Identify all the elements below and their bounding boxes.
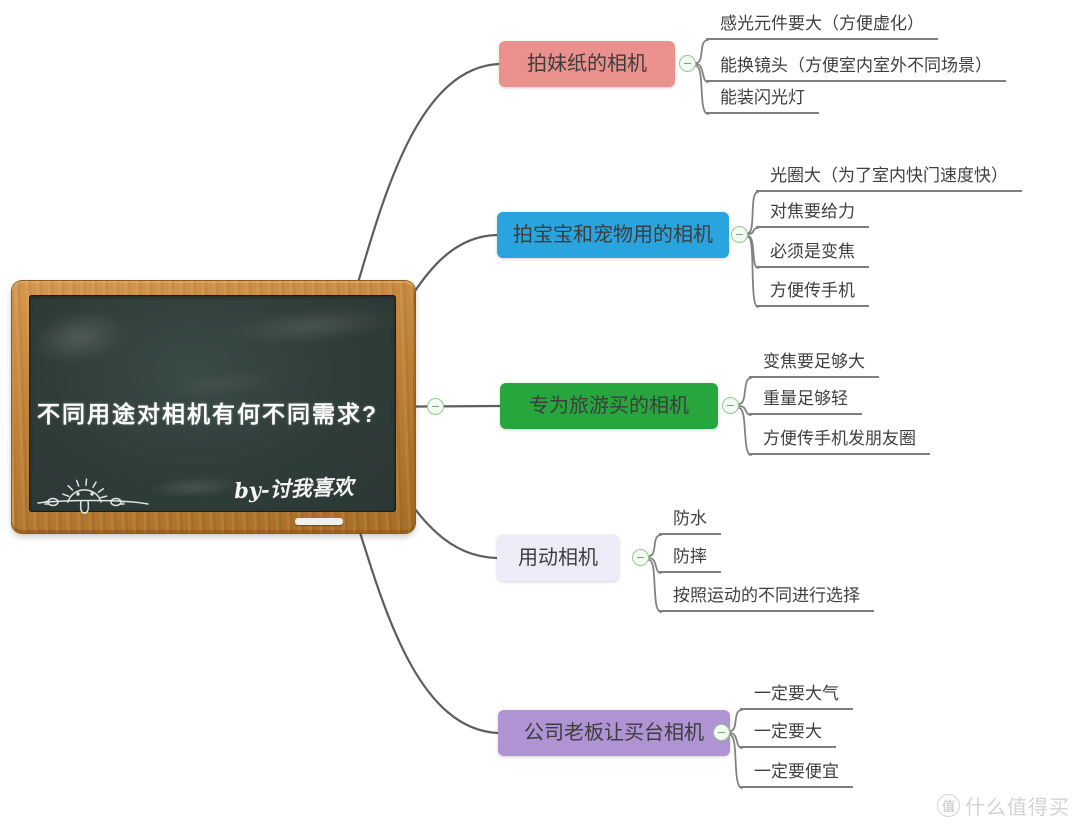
branch-node-baby-pet-camera[interactable]: 拍宝宝和宠物用的相机	[497, 212, 729, 258]
branch-node-travel-camera[interactable]: 专为旅游买的相机	[500, 383, 718, 429]
author-signature: by-讨我喜欢	[233, 473, 355, 504]
collapse-minus-icon-branch-1[interactable]	[679, 55, 696, 72]
leaf-topic[interactable]: 防摔	[659, 546, 721, 573]
leaf-topic[interactable]: 能换镜头（方便室内室外不同场景）	[706, 55, 1006, 82]
leaf-topic[interactable]: 方便传手机发朋友圈	[749, 428, 930, 455]
leaf-topic[interactable]: 能装闪光灯	[706, 87, 819, 114]
central-topic-chalkboard[interactable]: 不同用途对相机有何不同需求? by-讨我喜欢	[12, 281, 415, 533]
chalk-piece	[295, 518, 343, 525]
leaf-topic[interactable]: 方便传手机	[756, 280, 869, 307]
leaf-topic[interactable]: 防水	[659, 508, 721, 535]
watermark-text: 什么值得买	[965, 797, 1070, 819]
central-topic-title: 不同用途对相机有何不同需求?	[37, 401, 379, 427]
collapse-minus-icon-branch-5[interactable]	[713, 724, 730, 741]
leaf-topic[interactable]: 感光元件要大（方便虚化）	[706, 13, 938, 40]
leaf-topic[interactable]: 光圈大（为了室内快门速度快）	[756, 165, 1022, 192]
leaf-topic[interactable]: 一定要便宜	[740, 761, 853, 788]
collapse-minus-icon-branch-3[interactable]	[722, 397, 739, 414]
leaf-topic[interactable]: 变焦要足够大	[749, 351, 879, 378]
branch-node-action-camera[interactable]: 用动相机	[497, 535, 619, 581]
smzdm-logo-icon: 值	[937, 794, 960, 817]
leaf-topic[interactable]: 按照运动的不同进行选择	[659, 585, 874, 612]
watermark: 值 什么值得买	[937, 791, 1070, 820]
chalkboard-surface	[29, 295, 396, 512]
leaf-topic[interactable]: 一定要大	[740, 721, 836, 748]
leaf-topic[interactable]: 必须是变焦	[756, 241, 869, 268]
chalk-kilroy-doodle-icon	[37, 478, 149, 514]
leaf-topic[interactable]: 重量足够轻	[749, 388, 862, 415]
collapse-minus-icon-branch-4[interactable]	[632, 549, 649, 566]
branch-node-boss-camera[interactable]: 公司老板让买台相机	[498, 710, 730, 756]
branch-node-girls-camera[interactable]: 拍妹纸的相机	[499, 41, 675, 87]
collapse-minus-icon-central[interactable]	[427, 398, 444, 415]
leaf-topic[interactable]: 对焦要给力	[756, 201, 869, 228]
collapse-minus-icon-branch-2[interactable]	[731, 226, 748, 243]
leaf-topic[interactable]: 一定要大气	[740, 683, 853, 710]
